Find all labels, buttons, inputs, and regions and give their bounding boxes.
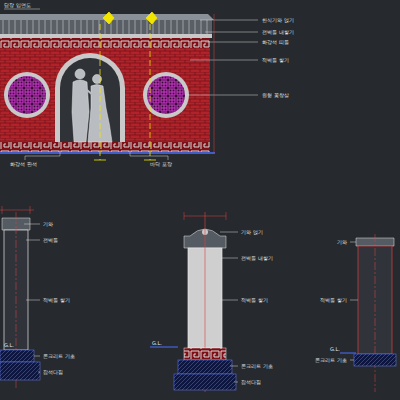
arch-frame [55,53,125,142]
callout-label: 기와 [337,239,347,245]
section-marker [94,12,157,160]
callout-label: 기와 [43,221,53,227]
callout-label: G.L. [152,340,162,346]
callout-label: 전벽돌 [43,237,58,243]
callout-label: 적벽돌 쌓기 [320,297,347,303]
drawing-title: 담장 입면도 [4,2,31,8]
wall-section [340,234,396,392]
window-frame [4,72,50,118]
callout-label: 화강석 판석 [10,161,37,167]
meander-band [0,38,210,48]
roof-tiles [0,20,212,34]
leader-line [4,9,258,160]
callout-label: 적벽돌 쌓기 [241,297,268,303]
callout-label: 콘크리트 기초 [241,363,273,369]
callout-label: 콘크리트 기초 [43,353,75,359]
wall-section [150,212,236,392]
callout-label: 바닥 포장 [150,161,172,167]
ground-line [0,152,215,154]
callout-label: 전벽돌 내쌓기 [262,29,294,35]
round-lattice [8,76,46,114]
callout-label: 콘크리트 기초 [315,357,347,363]
eave-band [0,34,212,38]
leader-line [24,224,358,382]
callout-label: 잡석다짐 [241,379,261,385]
callout-label: 적벽돌 쌓기 [43,297,70,303]
callout-label: 적벽돌 쌓기 [262,57,289,63]
statue [72,69,112,142]
dimension-line [214,14,215,153]
wall-section [0,206,40,388]
callout-label: 기와 얹기 [241,229,263,235]
meander-base [0,142,210,152]
callout-label: 한식기와 얹기 [262,17,294,23]
callout-label: 전벽돌 내쌓기 [241,255,273,261]
callout-label: 원형 꽃창살 [262,92,289,98]
round-lattice [147,76,185,114]
callout-label: G.L. [4,342,14,348]
brick-wall [0,48,210,142]
callout-label: 화강석 띠돌 [262,39,289,45]
callout-label: G.L. [330,346,340,352]
arch-opening [60,58,120,142]
callout-label: 잡석다짐 [43,369,63,375]
